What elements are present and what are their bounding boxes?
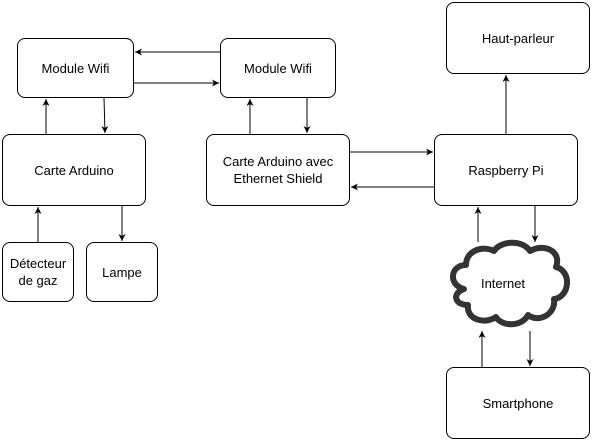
node-module-wifi-1-label: Module Wifi xyxy=(41,60,110,76)
node-carte-arduino-label: Carte Arduino xyxy=(34,162,114,178)
node-raspberry-pi: Raspberry Pi xyxy=(434,134,578,206)
node-haut-parleur: Haut-parleur xyxy=(446,2,590,74)
internet-label: Internet xyxy=(480,276,526,291)
node-module-wifi-2: Module Wifi xyxy=(220,38,336,98)
node-carte-arduino-ethernet-label: Carte Arduino avec Ethernet Shield xyxy=(222,154,334,186)
node-detecteur-gaz: Détecteur de gaz xyxy=(2,242,74,302)
node-haut-parleur-label: Haut-parleur xyxy=(481,30,555,46)
node-module-wifi-1: Module Wifi xyxy=(17,38,134,98)
arrow-module-wifi-1-to-carte-arduino xyxy=(101,97,109,134)
node-lampe: Lampe xyxy=(86,242,158,302)
node-carte-arduino: Carte Arduino xyxy=(2,134,146,206)
node-module-wifi-2-label: Module Wifi xyxy=(244,60,312,76)
internet-cloud-icon xyxy=(450,239,570,328)
node-smartphone: Smartphone xyxy=(446,367,590,439)
node-lampe-label: Lampe xyxy=(102,264,142,280)
node-detecteur-gaz-label: Détecteur de gaz xyxy=(9,256,67,288)
node-carte-arduino-ethernet: Carte Arduino avec Ethernet Shield xyxy=(206,134,350,206)
node-smartphone-label: Smartphone xyxy=(482,395,554,411)
node-raspberry-pi-label: Raspberry Pi xyxy=(468,162,544,178)
